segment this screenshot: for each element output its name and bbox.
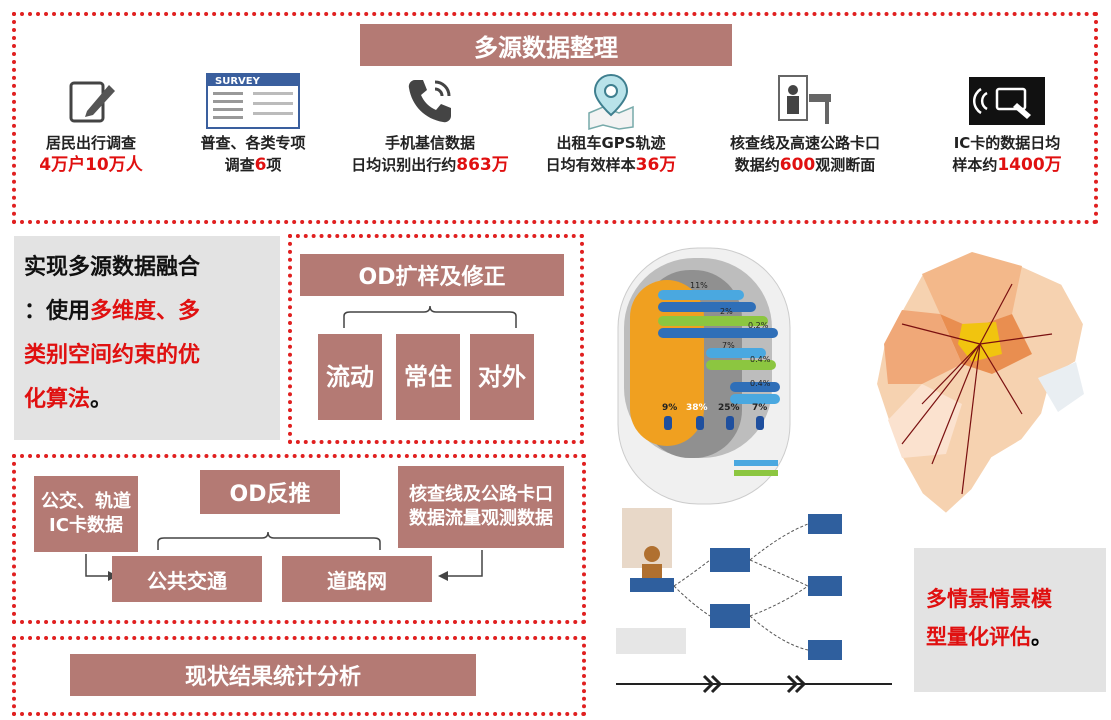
svg-text:0.4%: 0.4% [750,355,771,364]
fusion-panel: 实现多源数据融合 ：使用多维度、多 类别空间约束的优 化算法。 [14,236,280,440]
svg-text:SURVEY: SURVEY [215,76,261,87]
svg-text:9%: 9% [662,403,677,413]
svg-text:0.2%: 0.2% [748,321,769,330]
od-expand-frame [288,234,584,444]
od-back-frame [12,454,586,624]
source-census-survey: SURVEY 普查、各类专项 调查6项 [168,70,338,176]
pen-paper-icon [6,70,176,132]
svg-text:2%: 2% [720,307,733,316]
map-pin-icon [526,70,696,132]
od-expand-bracket [343,305,517,328]
top-section-frame [12,12,1098,224]
source-mobile-signal: 手机基信数据 日均识别出行约863万 [330,70,530,176]
population-flow-capsule-chart: 11% 2% 0.2% 7% 0.4% 0.4% 9% 38% 25% 7% [617,247,791,505]
od-expand-item-external: 对外 [470,334,534,420]
ic-card-icon [912,70,1102,132]
section-title-multi-source: 多源数据整理 [360,24,732,66]
od-back-title: OD反推 [200,470,340,514]
scenario-panel: 多情景情景模 型量化评估。 [914,548,1106,692]
status-analysis-frame [12,636,586,716]
source-taxi-gps: 出租车GPS轨迹 日均有效样本36万 [526,70,696,176]
svg-text:11%: 11% [690,281,708,290]
od-back-right-source: 核查线及公路卡口数据流量观测数据 [398,466,564,548]
od-expand-item-resident: 常住 [396,334,460,420]
svg-text:25%: 25% [718,403,740,413]
region-flow-map [874,250,1086,516]
source-resident-survey: 居民出行调查 4万户10万人 [6,70,176,176]
road-network-box: 道路网 [282,556,432,602]
public-transit-box: 公共交通 [112,556,262,602]
od-back-left-source: 公交、轨道IC卡数据 [34,476,138,552]
checkpoint-camera-icon [700,70,910,132]
svg-text:0.4%: 0.4% [750,379,771,388]
od-expand-item-flow: 流动 [318,334,382,420]
od-expand-title: OD扩样及修正 [300,254,564,296]
svg-text:7%: 7% [722,341,735,350]
svg-text:38%: 38% [686,403,708,413]
phone-icon [330,70,530,132]
status-analysis-title: 现状结果统计分析 [70,654,476,696]
survey-form-icon: SURVEY [168,70,338,132]
source-ic-card: IC卡的数据日均 样本约1400万 [912,70,1102,176]
scenario-timeline-graphic [616,508,892,694]
svg-text:7%: 7% [752,403,767,413]
source-checkpoint: 核查线及高速公路卡口 数据约600观测断面 [700,70,910,176]
